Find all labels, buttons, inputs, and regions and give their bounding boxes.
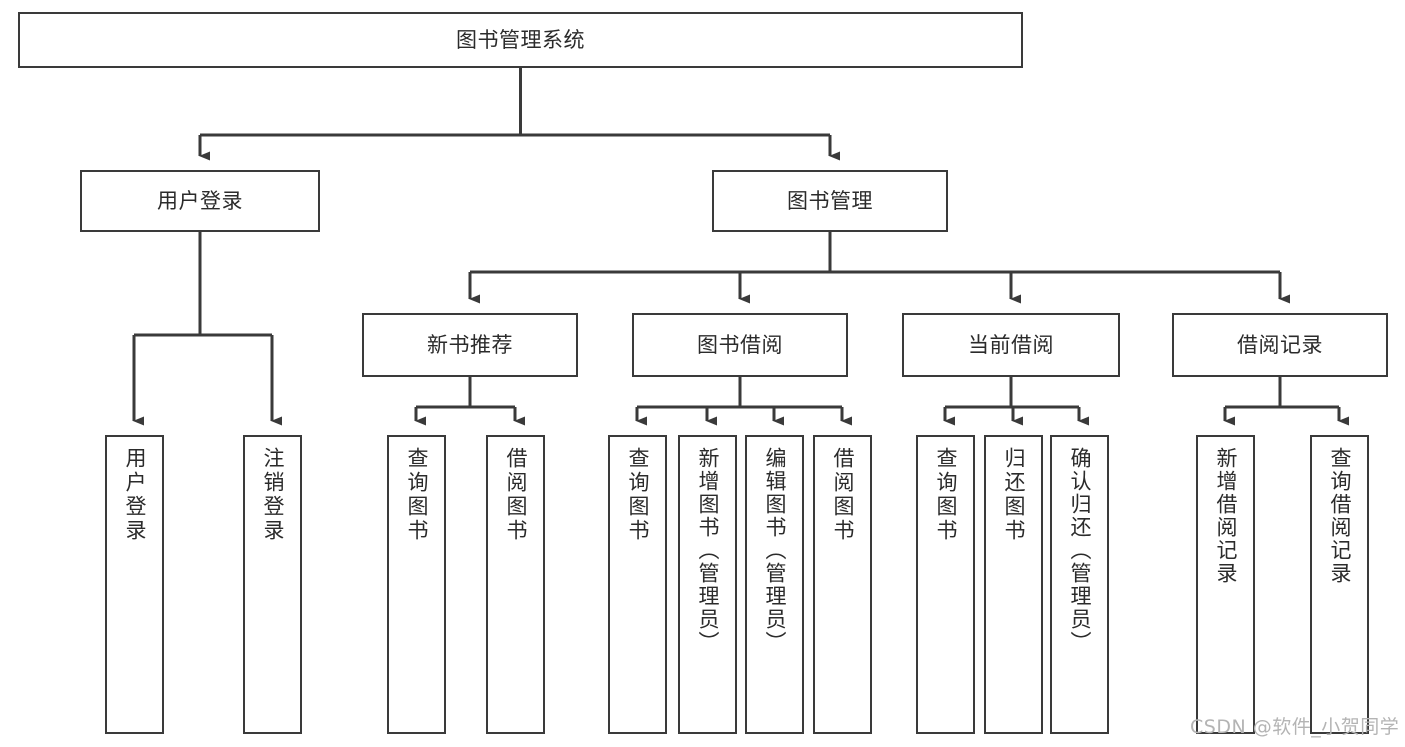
node-leaf-add-book[interactable]: 新增图书（管理员）: [678, 435, 737, 734]
node-label: 借阅图书: [831, 447, 855, 543]
node-leaf-query-book-2[interactable]: 查询图书: [608, 435, 667, 734]
node-label: 注销登录: [261, 447, 285, 543]
node-leaf-borrow-book-2[interactable]: 借阅图书: [813, 435, 872, 734]
node-leaf-query-book-1[interactable]: 查询图书: [387, 435, 446, 734]
node-label: 查询图书: [626, 447, 650, 543]
node-label: 当前借阅: [968, 332, 1054, 357]
node-label: 查询借阅记录: [1328, 447, 1352, 585]
node-book-borrow[interactable]: 图书借阅: [632, 313, 848, 377]
node-leaf-confirm-return[interactable]: 确认归还（管理员）: [1050, 435, 1109, 734]
node-leaf-user-login[interactable]: 用户登录: [105, 435, 164, 734]
node-borrow-record[interactable]: 借阅记录: [1172, 313, 1388, 377]
node-label: 图书管理: [787, 188, 873, 213]
node-label: 图书借阅: [697, 332, 783, 357]
node-label: 用户登录: [123, 447, 147, 543]
node-book-manage[interactable]: 图书管理: [712, 170, 948, 232]
node-label: 查询图书: [934, 447, 958, 543]
node-label: 图书管理系统: [456, 27, 585, 52]
node-label: 查询图书: [405, 447, 429, 543]
node-leaf-edit-book[interactable]: 编辑图书（管理员）: [745, 435, 804, 734]
node-leaf-return-book[interactable]: 归还图书: [984, 435, 1043, 734]
node-leaf-user-logout[interactable]: 注销登录: [243, 435, 302, 734]
node-label: 新增图书（管理员）: [696, 447, 720, 654]
node-leaf-borrow-book-1[interactable]: 借阅图书: [486, 435, 545, 734]
node-user-login[interactable]: 用户登录: [80, 170, 320, 232]
node-current-borrow[interactable]: 当前借阅: [902, 313, 1120, 377]
node-label: 新书推荐: [427, 332, 513, 357]
node-label: 借阅图书: [504, 447, 528, 543]
node-leaf-query-book-3[interactable]: 查询图书: [916, 435, 975, 734]
node-label: 新增借阅记录: [1214, 447, 1238, 585]
node-label: 编辑图书（管理员）: [763, 447, 787, 654]
node-label: 借阅记录: [1237, 332, 1323, 357]
node-leaf-add-borrow-record[interactable]: 新增借阅记录: [1196, 435, 1255, 734]
node-label: 用户登录: [157, 188, 243, 213]
node-leaf-query-borrow-record[interactable]: 查询借阅记录: [1310, 435, 1369, 734]
node-new-book-recommend[interactable]: 新书推荐: [362, 313, 578, 377]
node-root-system[interactable]: 图书管理系统: [18, 12, 1023, 68]
node-label: 确认归还（管理员）: [1068, 447, 1092, 654]
csdn-watermark: CSDN @软件_小贺同学: [1190, 716, 1400, 738]
node-label: 归还图书: [1002, 447, 1026, 543]
